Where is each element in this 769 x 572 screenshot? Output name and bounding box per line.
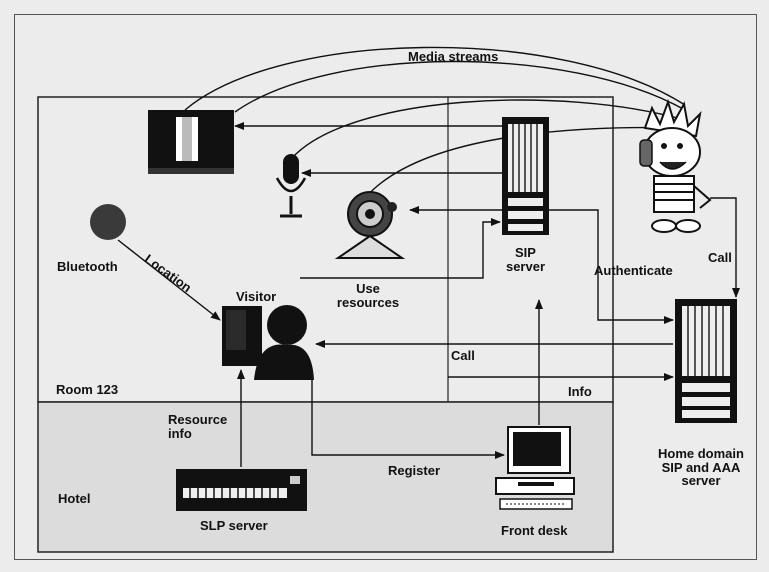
front-desk-computer-icon <box>495 426 575 510</box>
arrow-caller-to-home-call <box>710 197 740 298</box>
media-streams-label: Media streams <box>408 49 499 64</box>
room-label: Room 123 <box>56 382 119 397</box>
arrow-use-resources-to-sip <box>300 218 501 279</box>
home-domain-server-label: Home domain SIP and AAA server <box>658 446 744 489</box>
call-label-visitor: Call <box>451 348 475 363</box>
authenticate-label: Authenticate <box>594 263 673 278</box>
media-arc-tv <box>184 46 686 111</box>
camera-icon <box>334 191 406 259</box>
caller-cartoon-icon <box>639 98 712 233</box>
info-label: Info <box>568 384 592 399</box>
figure-frame <box>14 14 757 560</box>
microphone-icon <box>275 154 307 218</box>
slp-server-icon <box>176 469 307 511</box>
display-device-icon <box>148 110 234 174</box>
media-arc-mic <box>291 99 686 159</box>
media-stream-arcs <box>184 46 686 199</box>
resource-info-label: Resource info <box>168 412 228 441</box>
register-label: Register <box>388 463 441 478</box>
arrow-visitor-to-front-desk-register <box>311 378 505 459</box>
arrow-sip-to-home-authenticate <box>549 209 674 324</box>
connector-lines <box>117 122 740 467</box>
bluetooth-label: Bluetooth <box>57 259 118 274</box>
visitor-icon <box>222 305 314 380</box>
sip-server-label: SIP server <box>505 245 546 274</box>
hotel-label: Hotel <box>58 491 91 506</box>
visitor-label: Visitor <box>236 289 277 304</box>
bluetooth-icon <box>90 204 126 240</box>
front-desk-label: Front desk <box>501 523 568 538</box>
sip-server-icon <box>502 117 549 235</box>
use-resources-label: Use resources <box>336 281 400 310</box>
home-domain-server-icon <box>675 299 737 423</box>
media-arc-tv-inner <box>234 60 686 113</box>
slp-server-label: SLP server <box>200 518 268 533</box>
arrow-bluetooth-to-visitor <box>117 239 221 321</box>
call-label-caller: Call <box>708 250 732 265</box>
